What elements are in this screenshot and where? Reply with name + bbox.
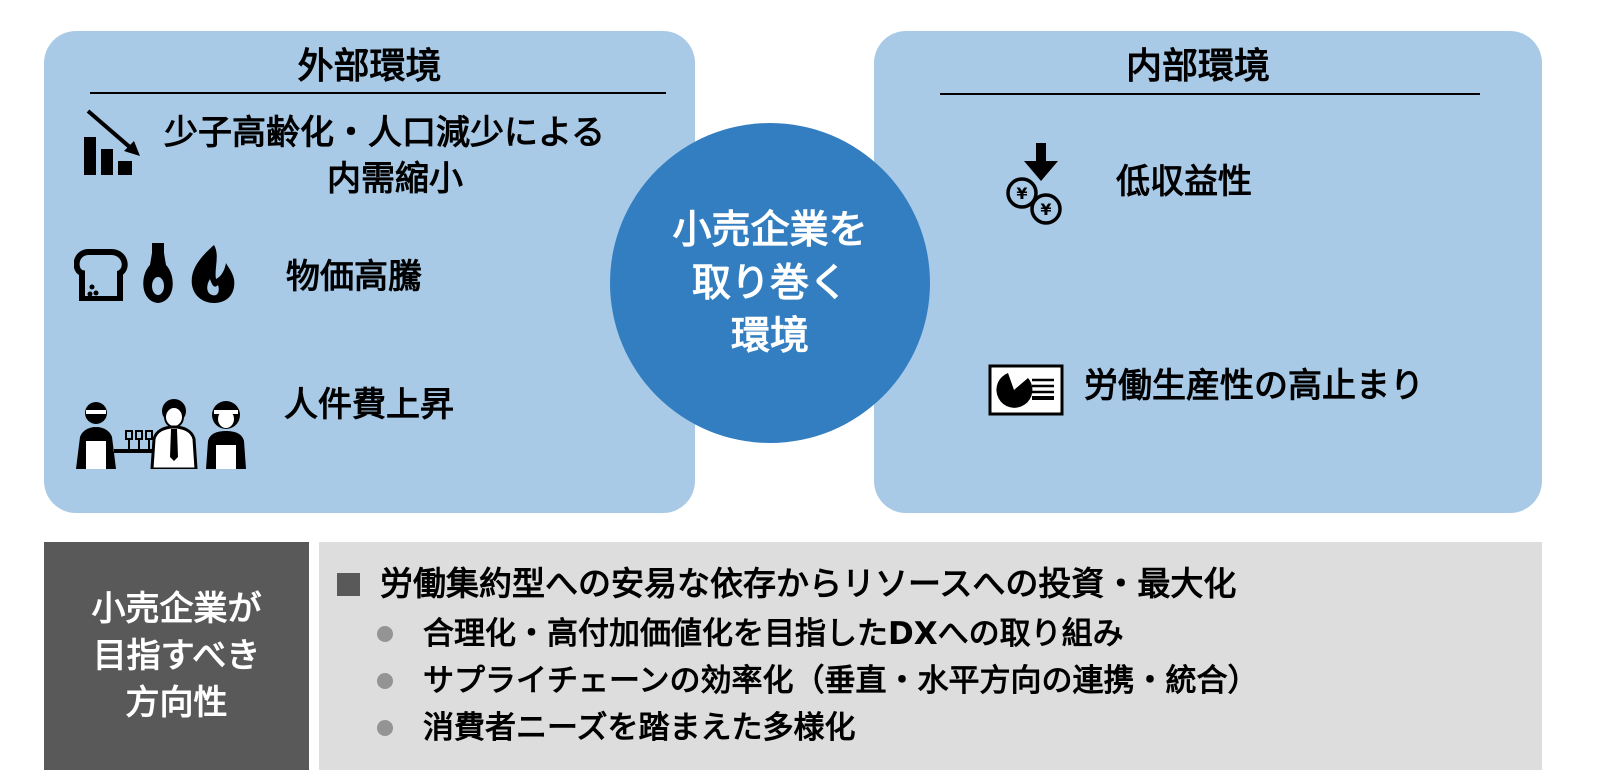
- direction-content-box: 労働集約型への安易な依存からリソースへの投資・最大化 合理化・高付加価値化を目指…: [319, 542, 1542, 770]
- dot-bullet-icon: [377, 625, 393, 642]
- direction-label: 小売企業が 目指すべき 方向性: [91, 588, 262, 723]
- sub-point: サプライチェーンの効率化（垂直・水平方向の連携・統合）: [377, 657, 1258, 704]
- external-environment-title: 外部環境: [297, 46, 442, 87]
- svg-text:¥: ¥: [1040, 200, 1051, 219]
- center-circle: 小売企業を 取り巻く 環境: [610, 123, 930, 443]
- dot-bullet-icon: [377, 672, 393, 689]
- item-price-surge: 物価高騰: [286, 257, 422, 297]
- main-point-text: 労働集約型への安易な依存からリソースへの投資・最大化: [380, 564, 1237, 603]
- soy-sauce-bottle-icon: [143, 243, 173, 303]
- item-labor-productivity: 労働生産性の高止まり: [1084, 366, 1424, 406]
- sub-point-list: 合理化・高付加価値化を目指したDXへの取り組み サプライチェーンの効率化（垂直・…: [377, 610, 1258, 751]
- item-population-decline-line1: 少子高齢化・人口減少による: [164, 113, 605, 153]
- direction-label-box: 小売企業が 目指すべき 方向性: [44, 542, 309, 770]
- svg-text:¥: ¥: [1016, 184, 1027, 203]
- external-environment-panel: 外部環境 少子高齢化・人口減少による 内需縮小 物価高騰: [44, 31, 695, 513]
- sub-point-text: 消費者ニーズを踏まえた多様化: [423, 709, 856, 746]
- item-labor-cost-rise: 人件費上昇: [284, 385, 454, 425]
- pie-chart-report-icon: [988, 364, 1064, 416]
- internal-environment-title: 内部環境: [1125, 46, 1270, 87]
- bread-icon: [74, 249, 128, 301]
- item-low-profitability: 低収益性: [1116, 162, 1252, 202]
- price-icons-group: [74, 243, 244, 305]
- yen-coins-down-arrow-icon: ¥ ¥: [1006, 143, 1062, 225]
- sub-point: 消費者ニーズを踏まえた多様化: [377, 704, 1258, 751]
- declining-bar-chart-icon: [84, 109, 140, 175]
- sub-point-text: 合理化・高付加価値化を目指したDXへの取り組み: [423, 615, 1124, 652]
- item-population-decline-line2: 内需縮小: [327, 159, 463, 199]
- title-divider: [90, 92, 666, 94]
- sub-point-text: サプライチェーンの効率化（垂直・水平方向の連携・統合）: [423, 662, 1259, 699]
- center-circle-label: 小売企業を 取り巻く 環境: [672, 207, 868, 359]
- main-point: 労働集約型への安易な依存からリソースへの投資・最大化: [337, 562, 1236, 606]
- fire-icon: [191, 245, 235, 303]
- staff-workers-icon: [76, 399, 246, 469]
- internal-environment-panel: 内部環境 ¥ ¥ 低収益性 労働生産性の高止まり: [874, 31, 1542, 513]
- square-bullet-icon: [337, 572, 360, 596]
- title-divider: [940, 93, 1480, 95]
- dot-bullet-icon: [377, 719, 393, 736]
- sub-point: 合理化・高付加価値化を目指したDXへの取り組み: [377, 610, 1258, 657]
